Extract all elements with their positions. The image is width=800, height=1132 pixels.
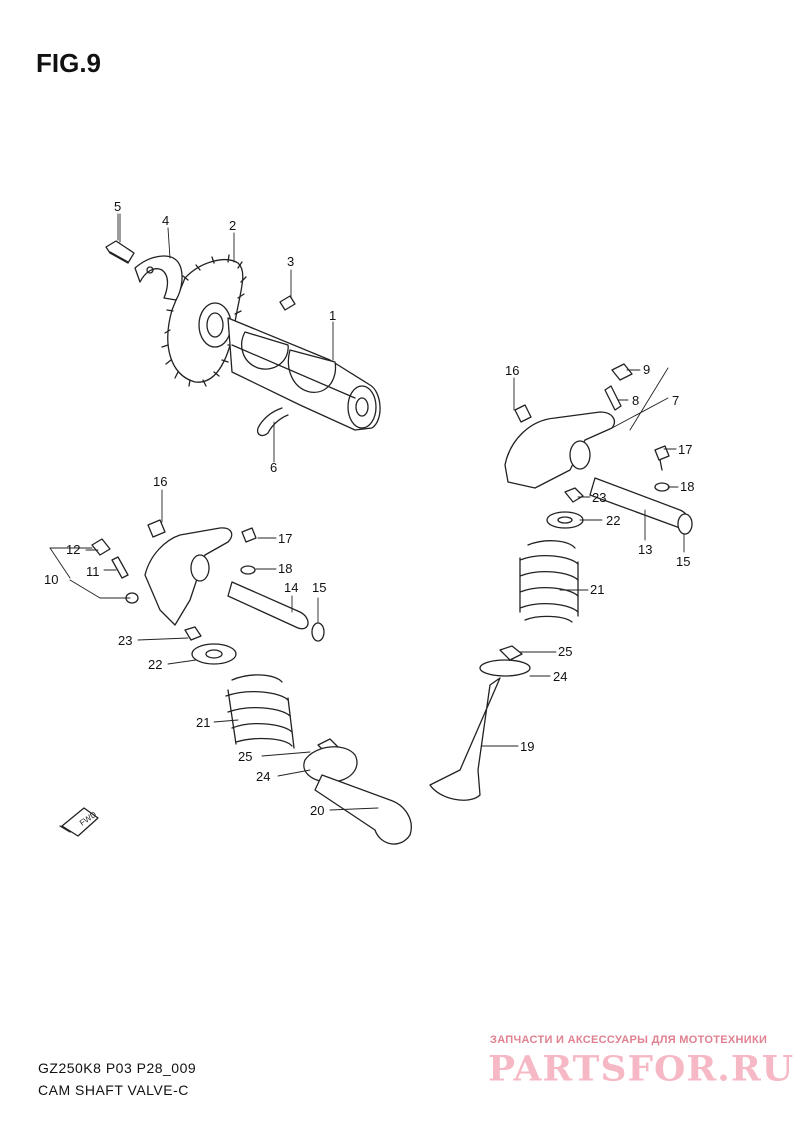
sprocket-bolt <box>105 240 135 264</box>
camshaft <box>227 317 381 431</box>
callout-15-right: 15 <box>676 554 690 569</box>
callout-6: 6 <box>270 460 277 475</box>
callout-5: 5 <box>114 199 121 214</box>
rocker-shaft-right <box>589 477 693 535</box>
callout-23-right: 23 <box>592 490 606 505</box>
leader-lines <box>49 213 685 811</box>
rocker-arm-right <box>504 404 615 489</box>
callout-11: 11 <box>86 564 100 579</box>
pin <box>279 295 296 311</box>
circlip <box>256 407 289 437</box>
callout-20: 20 <box>310 803 324 818</box>
callout-17-left: 17 <box>278 531 292 546</box>
callout-18-left: 18 <box>278 561 292 576</box>
callout-10: 10 <box>44 572 58 587</box>
callout-18-right: 18 <box>680 479 694 494</box>
callout-15-left: 15 <box>312 580 326 595</box>
diagram-name: CAM SHAFT VALVE-C <box>38 1082 189 1098</box>
callout-7: 7 <box>672 393 679 408</box>
watermark-tagline: ЗАПЧАСТИ И АКСЕССУАРЫ ДЛЯ МОТОТЕХНИКИ <box>490 1034 768 1046</box>
callout-23-left: 23 <box>118 633 132 648</box>
callout-25-left: 25 <box>238 749 252 764</box>
callout-numbers: 5 4 2 3 1 6 9 8 7 16 17 18 23 22 13 15 2… <box>44 199 694 818</box>
lock-washer <box>134 255 183 301</box>
callout-16-left: 16 <box>153 474 167 489</box>
callout-21-left: 21 <box>196 715 210 730</box>
exhaust-valve <box>303 738 412 845</box>
callout-4: 4 <box>162 213 169 228</box>
intake-valve <box>429 645 531 801</box>
diagram-code: GZ250K8 P03 P28_009 <box>38 1060 197 1076</box>
callout-3: 3 <box>287 254 294 269</box>
callout-24-left: 24 <box>256 769 270 784</box>
callout-17-right: 17 <box>678 442 692 457</box>
callout-24-right: 24 <box>553 669 567 684</box>
callout-14: 14 <box>284 580 298 595</box>
valve-spring-left <box>225 674 295 749</box>
callout-12: 12 <box>66 542 80 557</box>
callout-21-right: 21 <box>590 582 604 597</box>
rocker-shaft-left <box>184 527 325 665</box>
adjuster-right <box>546 363 670 529</box>
callout-19: 19 <box>520 739 534 754</box>
callout-22-left: 22 <box>148 657 162 672</box>
rocker-arm-left <box>91 519 233 626</box>
callout-8: 8 <box>632 393 639 408</box>
callout-25-right: 25 <box>558 644 572 659</box>
callout-2: 2 <box>229 218 236 233</box>
callout-13: 13 <box>638 542 652 557</box>
figure-title: FIG.9 <box>36 48 102 78</box>
callout-22-right: 22 <box>606 513 620 528</box>
callout-9: 9 <box>643 362 650 377</box>
forward-arrow-icon: FWD <box>59 807 99 837</box>
callout-1: 1 <box>329 308 336 323</box>
valve-spring-right <box>519 540 579 623</box>
watermark-logo: PARTSFOR.RU <box>488 1049 795 1089</box>
callout-16-right: 16 <box>505 363 519 378</box>
